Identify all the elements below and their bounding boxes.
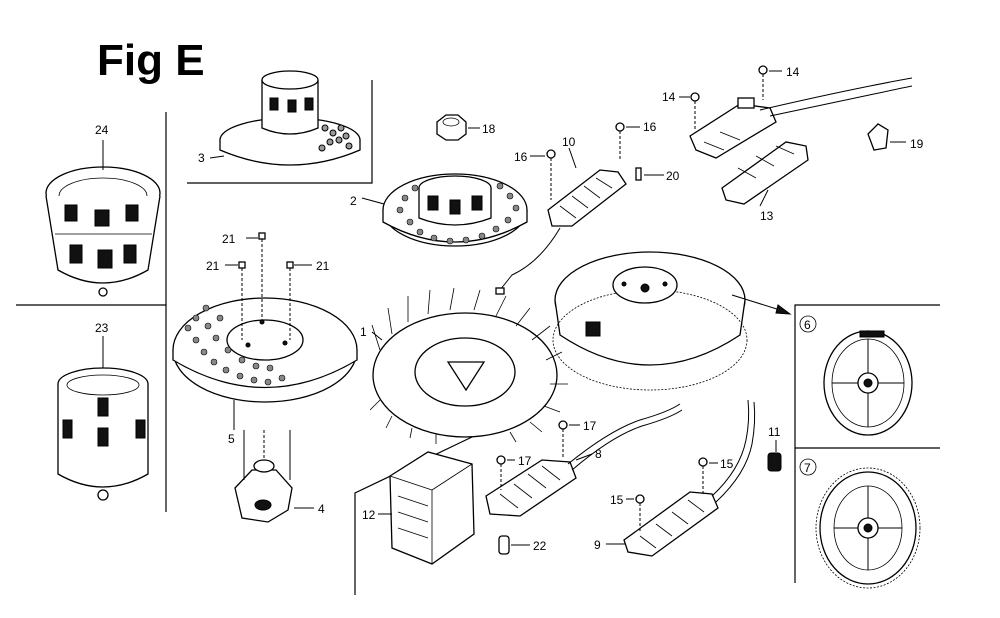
part-23-cylinder-cup bbox=[57, 336, 149, 501]
part-11-grommet bbox=[767, 440, 782, 472]
part-22-sleeve bbox=[498, 535, 530, 555]
part-6-pulley bbox=[823, 330, 913, 436]
callout-10: 10 bbox=[562, 135, 576, 149]
part-16-screws bbox=[530, 122, 640, 200]
part-12-rectifier bbox=[378, 451, 475, 565]
callout-21-b: 21 bbox=[206, 259, 220, 273]
callout-11: 11 bbox=[768, 425, 781, 439]
part-24-starter-cup bbox=[45, 140, 161, 297]
callout-24: 24 bbox=[95, 123, 109, 137]
callout-14-a: 14 bbox=[786, 65, 800, 79]
section-frames bbox=[16, 80, 940, 595]
callout-18: 18 bbox=[482, 122, 496, 136]
callout-15-b: 15 bbox=[610, 493, 624, 507]
callout-14-b: 14 bbox=[662, 90, 676, 104]
part-3-cover bbox=[209, 70, 361, 166]
callout-9: 9 bbox=[594, 538, 601, 552]
callout-23: 23 bbox=[95, 321, 109, 335]
part-14-screws bbox=[679, 65, 782, 130]
part-19-clip bbox=[867, 123, 906, 151]
part-13-coil bbox=[689, 77, 913, 207]
callout-6: 6 bbox=[804, 318, 811, 332]
flywheel bbox=[552, 251, 792, 391]
callout-8: 8 bbox=[595, 447, 602, 461]
part-5-plate bbox=[172, 297, 358, 430]
part-9-coil bbox=[606, 399, 756, 557]
part-7-gear bbox=[815, 467, 921, 589]
part-18-nut bbox=[436, 114, 480, 141]
callout-15-a: 15 bbox=[720, 457, 734, 471]
callout-21-c: 21 bbox=[316, 259, 330, 273]
callout-20: 20 bbox=[666, 169, 680, 183]
callout-16-a: 16 bbox=[643, 120, 657, 134]
part-2-vented-plate bbox=[361, 173, 528, 247]
callout-17-b: 17 bbox=[518, 454, 532, 468]
callout-2: 2 bbox=[350, 194, 357, 208]
part-17-screws bbox=[496, 420, 580, 490]
part-20-pin bbox=[635, 167, 664, 181]
part-4-bracket bbox=[234, 430, 314, 523]
callout-17-a: 17 bbox=[583, 419, 597, 433]
part-1-fan bbox=[369, 287, 568, 444]
part-15-screws bbox=[626, 457, 718, 532]
callout-22: 22 bbox=[533, 539, 547, 553]
figure-title: Fig E bbox=[97, 36, 205, 85]
callout-12: 12 bbox=[362, 508, 376, 522]
callout-3: 3 bbox=[198, 151, 205, 165]
callout-19: 19 bbox=[910, 137, 924, 151]
callout-labels: 1 2 3 4 5 8 9 10 11 12 13 14 14 15 15 16… bbox=[95, 65, 924, 553]
callout-5: 5 bbox=[228, 432, 235, 446]
callout-7: 7 bbox=[804, 461, 811, 475]
callout-16-b: 16 bbox=[514, 150, 528, 164]
part-10-coil bbox=[495, 147, 627, 295]
callout-13: 13 bbox=[760, 209, 774, 223]
callout-21-a: 21 bbox=[222, 232, 236, 246]
part-8-coil bbox=[485, 403, 683, 517]
callout-4: 4 bbox=[318, 502, 325, 516]
callout-1: 1 bbox=[360, 325, 367, 339]
part-21-screws bbox=[225, 232, 312, 340]
